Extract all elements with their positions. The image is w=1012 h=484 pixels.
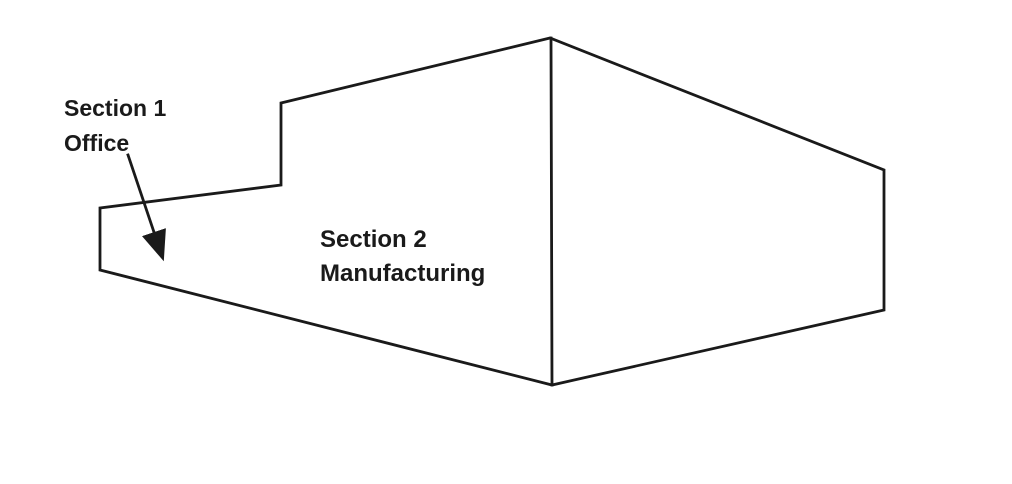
section2-label-line2: Manufacturing <box>320 260 486 287</box>
section1-label-line1: Section 1 <box>64 95 167 121</box>
section2-label: Section 2 Manufacturing <box>320 223 485 291</box>
section1-label: Section 1 Office <box>64 91 166 161</box>
center-ridge-line <box>549 36 554 387</box>
section1-pointer-arrow <box>126 153 166 262</box>
building-outline <box>98 36 886 387</box>
section1-label-line2: Office <box>64 130 130 156</box>
section2-label-line1: Section 2 <box>320 226 427 253</box>
